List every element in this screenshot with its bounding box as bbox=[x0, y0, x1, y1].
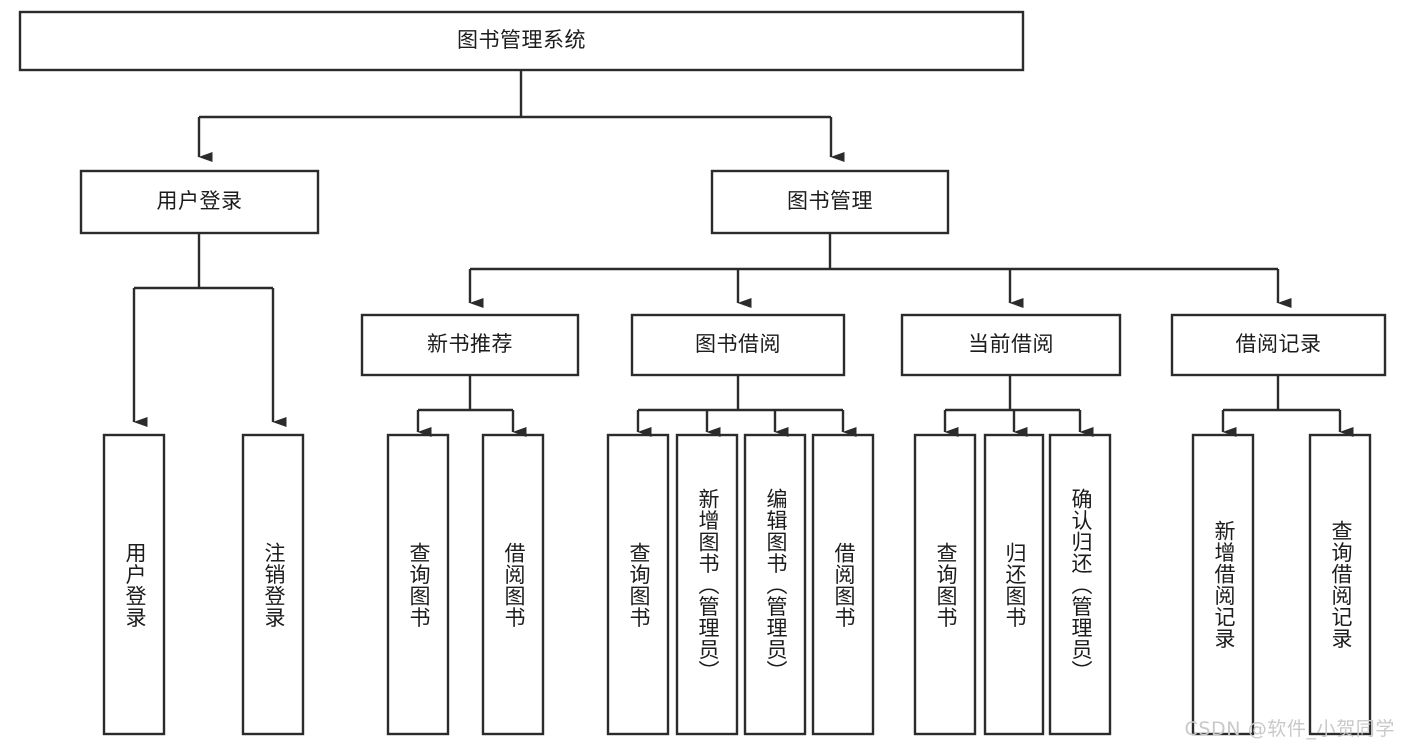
leaf-box-logout[interactable] bbox=[241, 433, 305, 736]
leaf-box-return-book[interactable] bbox=[983, 433, 1045, 736]
leaf-box-edit-book-admin[interactable] bbox=[743, 433, 807, 736]
leaf-box-add-borrow-record[interactable] bbox=[1191, 433, 1255, 736]
leaf-box-query-book-current[interactable] bbox=[913, 433, 977, 736]
leaf-box-user-login[interactable] bbox=[102, 433, 166, 736]
leaf-box-borrow-book[interactable] bbox=[811, 433, 875, 736]
node-box-borrow-record[interactable] bbox=[1170, 313, 1387, 377]
node-box-new-book-recommend[interactable] bbox=[360, 313, 580, 377]
leaf-box-query-borrow-record[interactable] bbox=[1308, 433, 1372, 736]
leaf-box-query-book-rec[interactable] bbox=[386, 433, 450, 736]
node-box-user-login[interactable] bbox=[79, 169, 320, 235]
leaf-box-query-book-borrow[interactable] bbox=[606, 433, 670, 736]
node-box-root[interactable] bbox=[18, 10, 1025, 72]
leaf-box-confirm-return-admin[interactable] bbox=[1048, 433, 1112, 736]
leaf-box-borrow-book-rec[interactable] bbox=[481, 433, 545, 736]
node-box-book-borrow[interactable] bbox=[630, 313, 846, 377]
node-box-current-borrow[interactable] bbox=[900, 313, 1122, 377]
node-box-book-management[interactable] bbox=[710, 169, 950, 235]
leaf-box-add-book-admin[interactable] bbox=[675, 433, 739, 736]
